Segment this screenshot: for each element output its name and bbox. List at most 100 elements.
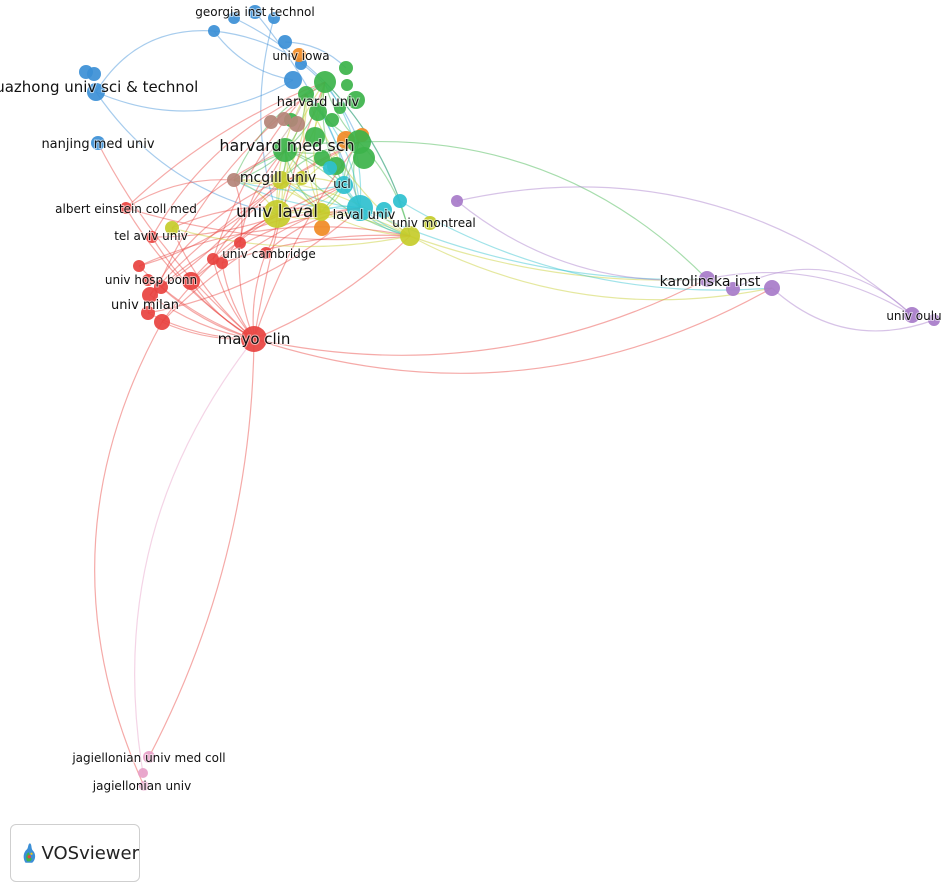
network-node[interactable] xyxy=(376,202,392,218)
network-link xyxy=(213,30,294,81)
network-node[interactable] xyxy=(227,173,241,187)
network-node[interactable] xyxy=(241,326,267,352)
node-label: harvard univ xyxy=(277,95,360,110)
network-node[interactable] xyxy=(154,280,168,294)
network-link xyxy=(706,271,913,316)
network-node[interactable] xyxy=(182,272,200,290)
network-link xyxy=(409,235,708,281)
network-node[interactable] xyxy=(764,280,780,296)
network-node[interactable] xyxy=(292,48,306,62)
network-node[interactable] xyxy=(325,113,339,127)
network-node[interactable] xyxy=(295,171,309,185)
network-node[interactable] xyxy=(298,86,314,102)
network-link xyxy=(233,179,361,209)
network-node[interactable] xyxy=(91,136,105,150)
network-link xyxy=(280,93,307,181)
network-node[interactable] xyxy=(284,71,302,89)
network-node[interactable] xyxy=(334,102,346,114)
network-node[interactable] xyxy=(207,253,219,265)
network-node[interactable] xyxy=(277,112,291,126)
network-link xyxy=(358,140,708,280)
network-node[interactable] xyxy=(143,751,155,763)
network-node[interactable] xyxy=(260,247,272,259)
network-node[interactable] xyxy=(289,116,305,132)
network-link xyxy=(161,211,322,323)
network-node[interactable] xyxy=(309,103,327,121)
network-link xyxy=(409,235,773,301)
network-node[interactable] xyxy=(264,115,278,129)
node-label: jagiellonian univ med coll xyxy=(71,751,225,765)
network-link xyxy=(212,141,360,260)
network-node[interactable] xyxy=(341,79,353,91)
network-node[interactable] xyxy=(263,200,291,228)
network-node[interactable] xyxy=(142,274,154,286)
network-node[interactable] xyxy=(314,220,330,236)
network-node[interactable] xyxy=(87,67,101,81)
network-node[interactable] xyxy=(133,260,145,272)
node-label: huazhong univ sci & technol xyxy=(0,78,198,96)
node-label: jagiellonian univ xyxy=(92,779,191,793)
network-link xyxy=(125,179,235,209)
network-node[interactable] xyxy=(146,231,158,243)
network-node[interactable] xyxy=(312,203,330,221)
network-node[interactable] xyxy=(314,150,330,166)
network-node[interactable] xyxy=(273,138,297,162)
network-link xyxy=(125,81,326,209)
network-link xyxy=(322,81,345,186)
network-node[interactable] xyxy=(87,83,105,101)
network-node[interactable] xyxy=(120,202,132,214)
network-node[interactable] xyxy=(928,314,940,326)
network-node[interactable] xyxy=(335,176,353,194)
network-node[interactable] xyxy=(353,147,375,169)
node-label: ucl xyxy=(333,177,351,191)
node-label: karolinska inst xyxy=(660,274,761,290)
network-node[interactable] xyxy=(400,226,420,246)
network-node[interactable] xyxy=(208,25,220,37)
network-node[interactable] xyxy=(278,35,292,49)
network-node[interactable] xyxy=(268,12,280,24)
network-node[interactable] xyxy=(141,306,155,320)
network-node[interactable] xyxy=(347,195,373,221)
network-node[interactable] xyxy=(216,257,228,269)
network-link xyxy=(233,179,411,237)
network-node[interactable] xyxy=(139,781,149,791)
network-node[interactable] xyxy=(138,768,148,778)
network-link xyxy=(171,149,286,229)
node-label: mcgill univ xyxy=(240,170,316,186)
vosviewer-badge[interactable]: VOSviewer xyxy=(10,824,140,882)
network-node[interactable] xyxy=(699,271,715,287)
network-node[interactable] xyxy=(272,171,290,189)
network-link xyxy=(151,184,345,238)
network-node[interactable] xyxy=(347,91,365,109)
network-node[interactable] xyxy=(165,221,179,235)
network-link xyxy=(253,287,773,374)
network-node[interactable] xyxy=(154,314,170,330)
network-link xyxy=(171,227,411,248)
network-node[interactable] xyxy=(234,237,246,249)
network-link xyxy=(253,278,708,356)
network-link xyxy=(221,234,411,264)
node-label: univ oulu xyxy=(886,309,941,323)
node-label: univ milan xyxy=(111,298,179,313)
network-link xyxy=(190,207,361,282)
network-link xyxy=(284,149,411,237)
network-node[interactable] xyxy=(904,307,920,323)
network-node[interactable] xyxy=(305,127,325,147)
network-node[interactable] xyxy=(423,216,437,230)
network-node[interactable] xyxy=(726,282,740,296)
network-node[interactable] xyxy=(451,195,463,207)
network-node[interactable] xyxy=(248,5,262,19)
network-node[interactable] xyxy=(339,61,353,75)
network-node[interactable] xyxy=(393,194,407,208)
node-label: univ iowa xyxy=(272,49,329,63)
network-node[interactable] xyxy=(323,161,337,175)
network-node[interactable] xyxy=(142,287,158,303)
network-link xyxy=(147,207,361,314)
network-link xyxy=(233,17,401,202)
network-link xyxy=(138,226,411,267)
network-node[interactable] xyxy=(228,12,240,24)
network-link xyxy=(456,186,913,316)
network-node[interactable] xyxy=(314,71,336,93)
